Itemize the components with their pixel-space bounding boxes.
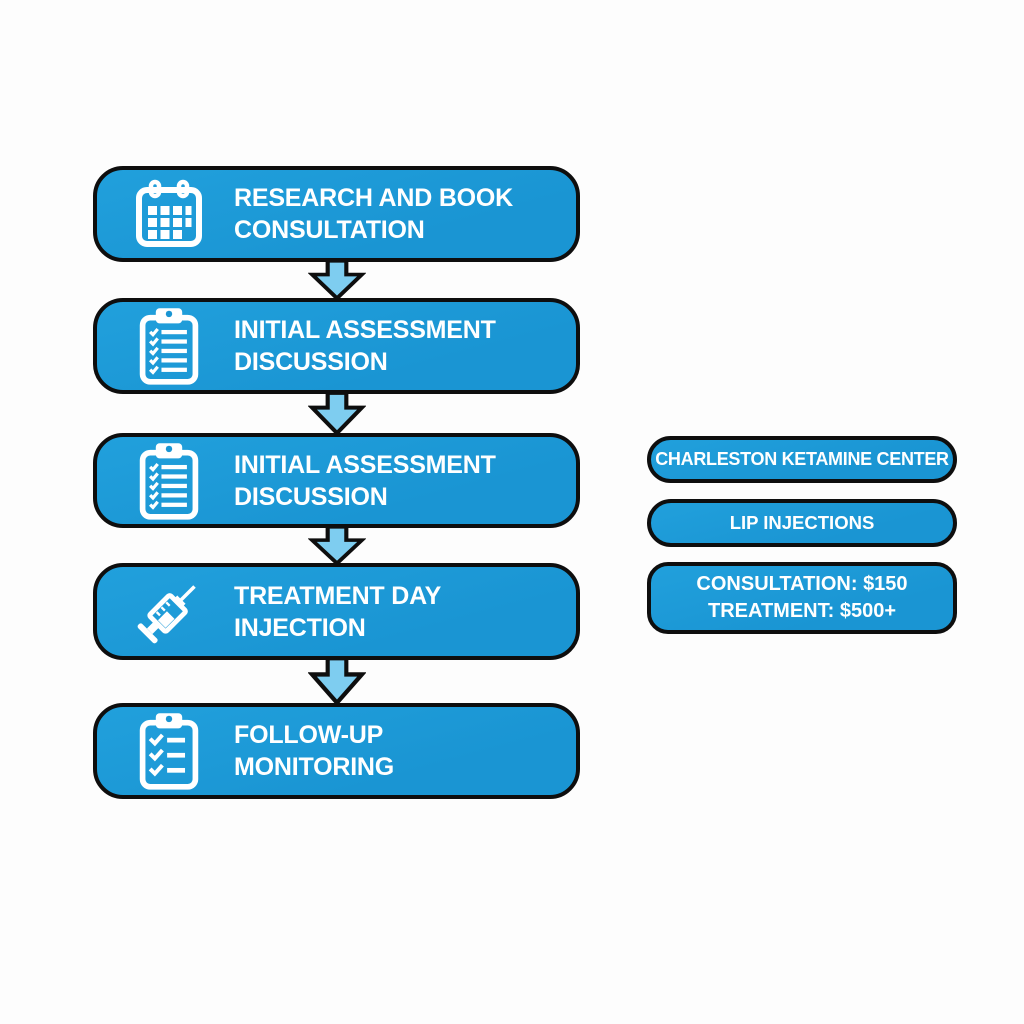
flow-step-label: RESEARCH AND BOOK CONSULTATION	[234, 184, 514, 244]
service-badge: LIP INJECTIONS	[647, 499, 957, 547]
down-arrow-icon	[308, 525, 366, 566]
down-arrow-icon	[308, 259, 366, 301]
down-arrow-icon	[308, 391, 366, 436]
down-arrow-icon	[308, 656, 366, 706]
clipboard-check-icon	[130, 711, 208, 791]
flow-step-treatment-day-injection: TREATMENT DAY INJECTION	[93, 563, 580, 660]
flow-step-label: INITIAL ASSESSMENT DISCUSSION	[234, 316, 496, 376]
clinic-name-label: CHARLESTON KETAMINE CENTER	[655, 449, 949, 469]
service-label: LIP INJECTIONS	[729, 512, 875, 533]
flow-step-label: TREATMENT DAY INJECTION	[234, 581, 442, 642]
pricing-badge: CONSULTATION: $150 TREATMENT: $500+	[647, 562, 957, 634]
clinic-name-badge: CHARLESTON KETAMINE CENTER	[647, 436, 957, 483]
clipboard-checklist-icon	[130, 306, 208, 386]
flow-step-initial-assessment-2: INITIAL ASSESSMENT DISCUSSION	[93, 433, 580, 528]
flow-step-label: INITIAL ASSESSMENT DISCUSSION	[234, 450, 496, 511]
calendar-icon	[130, 179, 208, 249]
syringe-icon	[130, 571, 208, 653]
flow-step-research-book-consultation: RESEARCH AND BOOK CONSULTATION	[93, 166, 580, 262]
flow-step-follow-up-monitoring: FOLLOW-UP MONITORING	[93, 703, 580, 799]
flow-step-initial-assessment-1: INITIAL ASSESSMENT DISCUSSION	[93, 298, 580, 394]
clipboard-checklist-icon	[130, 441, 208, 521]
flow-step-label: FOLLOW-UP MONITORING	[234, 721, 395, 781]
pricing-label: CONSULTATION: $150 TREATMENT: $500+	[696, 573, 908, 622]
